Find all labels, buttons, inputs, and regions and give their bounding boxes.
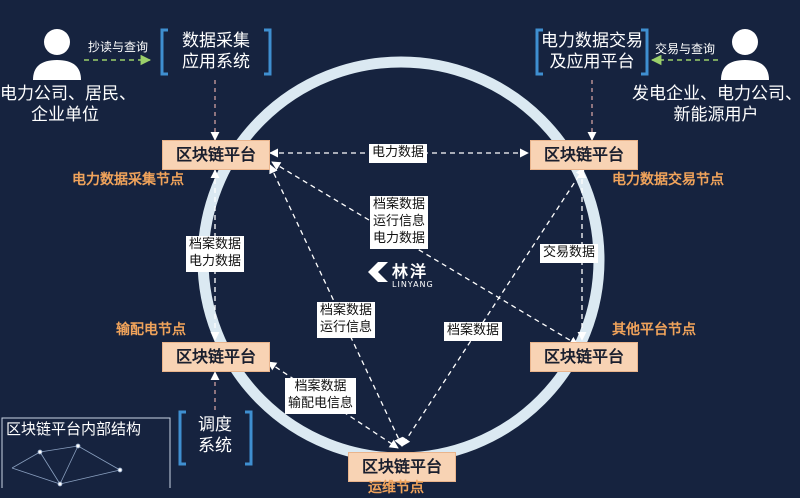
actor-left-line1: 电力公司、居民、 — [0, 84, 136, 104]
node-label-top-left: 电力数据采集节点 — [72, 172, 184, 188]
collection-system-line1: 数据采集 — [182, 31, 250, 51]
collection-system-bracket — [160, 28, 272, 76]
inset-title: 区块链平台内部结构 — [6, 420, 142, 438]
edge-label-bottom-left: 档案数据 输配电信息 — [285, 378, 357, 414]
logo-sub: LINYANG — [392, 280, 434, 289]
edge-label-cross-left: 档案数据 运行信息 — [317, 302, 376, 338]
actor-right-line1: 发电企业、电力公司、 — [632, 84, 800, 104]
edge-label-cross-right: 档案数据 — [444, 322, 503, 341]
node-label-mid-left: 输配电节点 — [116, 322, 186, 338]
dispatch-system-bracket — [178, 410, 253, 466]
actor-right-text: 发电企业、电力公司、 新能源用户 — [632, 84, 800, 127]
trading-system-line1: 电力数据交易 — [541, 31, 643, 51]
edge-label-right: 交易数据 — [540, 244, 599, 263]
arrow-left-caption: 抄读与查询 — [88, 40, 149, 54]
edge-diag-tr-bottom — [401, 167, 585, 447]
node-label-top-right: 电力数据交易节点 — [612, 172, 724, 188]
dispatch-system-line1: 调度 — [198, 415, 232, 435]
edge-label-left-line1: 档案数据 — [189, 237, 242, 252]
collection-system: 数据采集 应用系统 — [166, 31, 266, 74]
edge-label-cross-left-line2: 运行信息 — [320, 319, 373, 335]
edge-label-center-line2: 运行信息 — [373, 213, 426, 229]
dispatch-system: 调度 系统 — [182, 415, 248, 458]
actor-right-line2: 新能源用户 — [673, 105, 759, 126]
node-label-mid-right: 其他平台节点 — [612, 322, 696, 338]
node-mid-right: 区块链平台 — [530, 342, 638, 372]
trading-system: 电力数据交易 及应用平台 — [538, 31, 646, 74]
inset-network-sketch — [1, 417, 171, 488]
person-icon-right — [721, 29, 769, 80]
node-mid-left: 区块链平台 — [162, 342, 270, 372]
linyang-logo-icon — [368, 262, 388, 282]
edge-label-center-line1: 档案数据 — [373, 197, 426, 212]
person-icon-left — [33, 29, 81, 80]
edge-label-left-line2: 电力数据 — [189, 253, 242, 269]
trading-system-line2: 及应用平台 — [549, 52, 635, 73]
dispatch-system-line2: 系统 — [198, 436, 232, 457]
arrow-right-caption: 交易与查询 — [655, 42, 716, 56]
collection-system-line2: 应用系统 — [182, 52, 250, 73]
edge-label-bottom-left-line1: 档案数据 — [294, 379, 347, 394]
edge-label-bottom-left-line2: 输配电信息 — [288, 395, 354, 411]
edge-label-center: 档案数据 运行信息 电力数据 — [370, 196, 429, 249]
logo-name: 林洋 — [392, 262, 429, 281]
edge-label-center-line3: 电力数据 — [373, 230, 426, 246]
edge-label-cross-left-line1: 档案数据 — [320, 303, 373, 318]
edge-ml-bottom — [267, 361, 399, 449]
node-label-bottom: 运维节点 — [368, 480, 424, 496]
actor-left-text: 电力公司、居民、 企业单位 — [0, 84, 136, 127]
node-top-right: 区块链平台 — [530, 140, 638, 170]
trading-system-bracket — [535, 28, 649, 76]
edge-label-top: 电力数据 — [369, 144, 428, 163]
edge-label-left: 档案数据 电力数据 — [186, 236, 245, 272]
node-top-left: 区块链平台 — [162, 140, 270, 170]
node-bottom: 区块链平台 — [348, 452, 456, 482]
actor-left-line2: 企业单位 — [31, 105, 99, 126]
